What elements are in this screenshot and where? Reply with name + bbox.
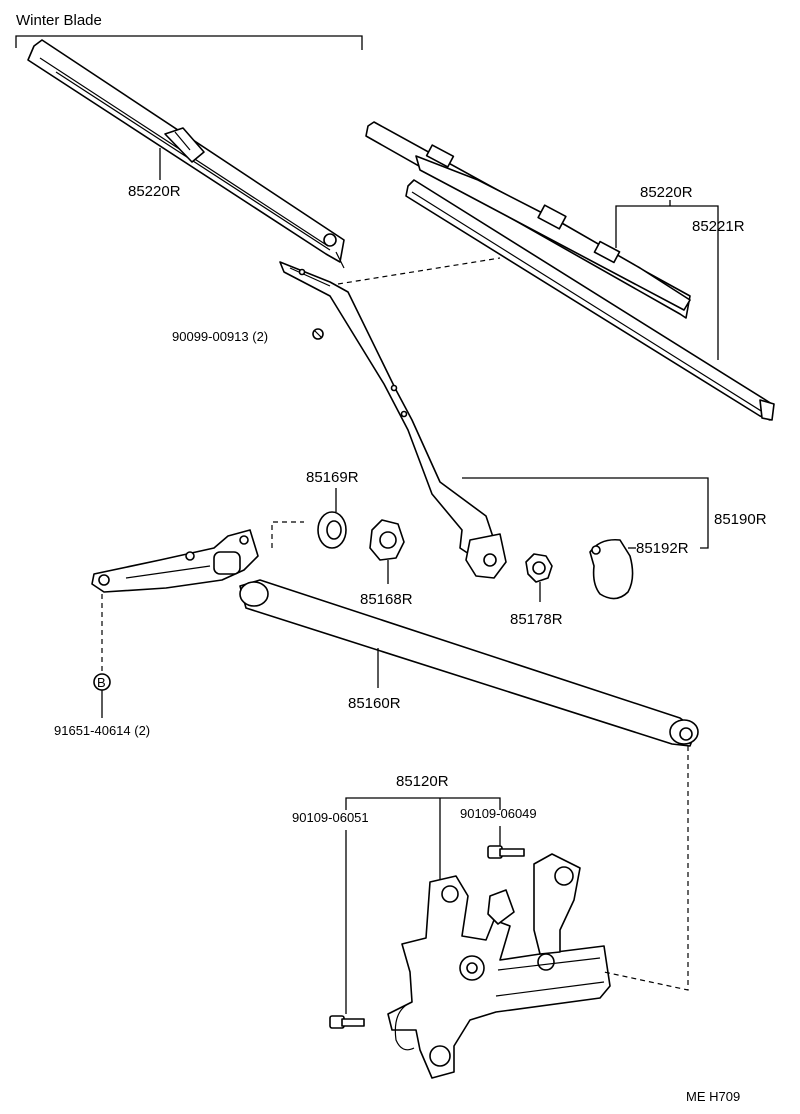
wiper-motor — [387, 853, 611, 1079]
callout-motor-assy: 85120R — [396, 773, 449, 790]
arm-bracket-leader — [462, 477, 709, 549]
pivot-cap-dashline — [271, 521, 304, 548]
motor-bolt-left — [329, 1015, 365, 1029]
callout-pivot-nut: 85168R — [360, 591, 413, 608]
callout-motor-bolt-left: 90109-06051 — [292, 810, 369, 825]
bolt-marker: B — [97, 675, 106, 690]
winter-blade — [27, 39, 345, 269]
blade-to-arm-dashline — [337, 257, 501, 285]
section-title: Winter Blade — [16, 12, 102, 29]
motor-bracket-leader — [345, 797, 501, 810]
callout-blade-assy: 85220R — [640, 184, 693, 201]
pivot-nut — [369, 519, 405, 561]
motor-bolt-right — [487, 845, 525, 859]
wiper-arm — [279, 261, 507, 579]
callout-blade-rubber: 85221R — [692, 218, 745, 235]
callout-motor-bolt-right: 90109-06049 — [460, 806, 537, 821]
arm-screw — [312, 328, 324, 340]
footer-code: ME H709 — [686, 1089, 740, 1104]
callout-winter-blade: 85220R — [128, 183, 181, 200]
callout-link-rod: 85160R — [348, 695, 401, 712]
section-bracket — [15, 35, 363, 50]
blade-rubber-leader — [615, 205, 719, 360]
rod-to-motor-dashline — [603, 746, 689, 991]
callout-arm-screw: 90099-00913 (2) — [172, 329, 268, 344]
callout-arm-nut: 85178R — [510, 611, 563, 628]
link-rod — [239, 579, 699, 747]
arm-nut — [525, 553, 553, 583]
callout-arm: 85190R — [714, 511, 767, 528]
wiper-blade-assembly — [365, 121, 775, 421]
callout-arm-cover: 85192R — [636, 540, 689, 557]
arm-cover — [589, 538, 634, 600]
pivot-cap — [317, 511, 347, 549]
pivot-bracket — [91, 529, 259, 593]
callout-pivot-cap: 85169R — [306, 469, 359, 486]
callout-pivot-bolt: 91651-40614 (2) — [54, 723, 150, 738]
